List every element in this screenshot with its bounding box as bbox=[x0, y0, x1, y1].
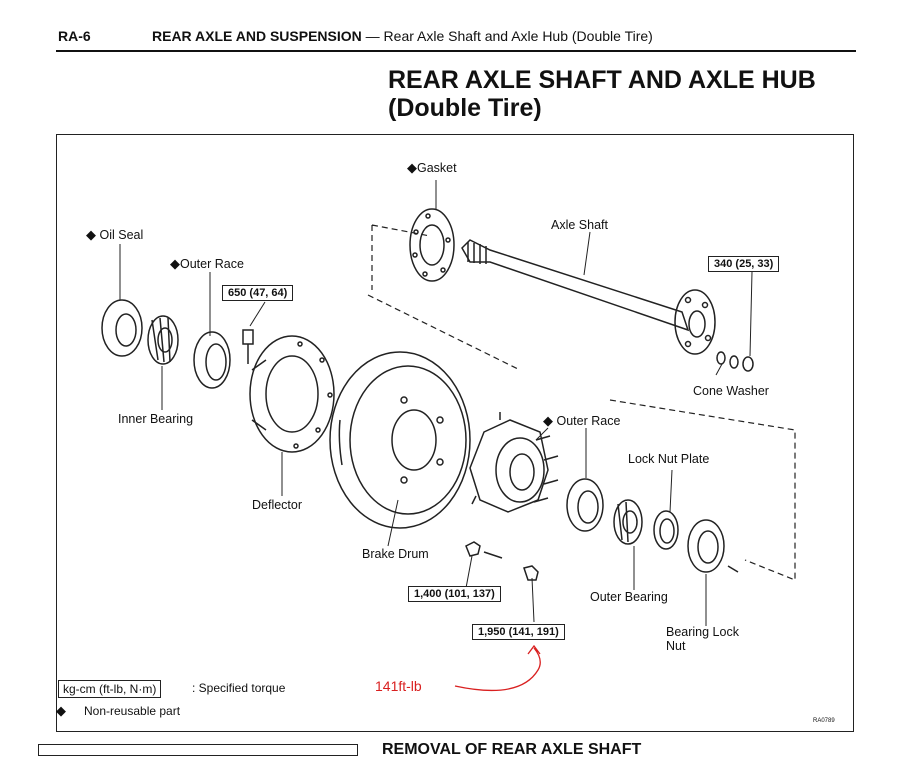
label-deflector: Deflector bbox=[252, 498, 303, 512]
title-line-1: REAR AXLE SHAFT AND AXLE HUB bbox=[388, 66, 816, 94]
torque-box-650: 650 (47, 64) bbox=[222, 285, 294, 301]
label-outer-race-right: ◆ Outer Race bbox=[543, 413, 621, 428]
label-gasket: ◆Gasket bbox=[407, 160, 457, 175]
cone-washer-part bbox=[716, 351, 754, 372]
hub-bolt-part bbox=[242, 329, 254, 364]
label-oil-seal: ◆ Oil Seal bbox=[86, 227, 144, 242]
assembly-outline-dashed bbox=[367, 224, 796, 581]
nonreusable-diamond-icon: ◆ bbox=[543, 413, 553, 428]
hub-bolt-nut-part bbox=[465, 541, 539, 581]
torque-box-340: 340 (25, 33) bbox=[708, 256, 780, 272]
label-outer-race-left: ◆Outer Race bbox=[170, 256, 244, 271]
figure-code: RA0789 bbox=[813, 718, 835, 724]
nonreusable-diamond-icon: ◆ bbox=[56, 703, 66, 718]
header-rule bbox=[56, 50, 856, 52]
header-title: REAR AXLE AND SUSPENSION — Rear Axle Sha… bbox=[152, 28, 653, 44]
axle-hub-part bbox=[469, 412, 559, 513]
label-cone-washer: Cone Washer bbox=[693, 384, 769, 398]
next-section-heading: REMOVAL OF REAR AXLE SHAFT bbox=[382, 741, 642, 758]
leader-lines bbox=[119, 180, 753, 626]
handwritten-annotation: 141ft-lb bbox=[375, 678, 422, 694]
bearing-lock-nut-part bbox=[687, 519, 739, 573]
torque-box-1950: 1,950 (141, 191) bbox=[472, 624, 565, 640]
label-inner-bearing: Inner Bearing bbox=[118, 412, 194, 426]
next-section-box bbox=[38, 744, 358, 756]
legend-torque-unit-box: kg-cm (ft-lb, N·m) bbox=[58, 680, 162, 698]
axle-shaft-part bbox=[461, 239, 716, 355]
nonreusable-diamond-icon: ◆ bbox=[407, 160, 417, 175]
header-subsection: — Rear Axle Shaft and Axle Hub (Double T… bbox=[365, 28, 653, 44]
page-title: REAR AXLE SHAFT AND AXLE HUB (Double Tir… bbox=[388, 66, 816, 122]
gasket-part bbox=[409, 208, 455, 282]
label-axle-shaft: Axle Shaft bbox=[551, 218, 608, 232]
lock-nut-plate-part bbox=[653, 510, 679, 550]
title-line-2: (Double Tire) bbox=[388, 94, 542, 122]
nonreusable-diamond-icon: ◆ bbox=[86, 227, 96, 242]
header-section: REAR AXLE AND SUSPENSION bbox=[152, 28, 362, 44]
label-outer-bearing: Outer Bearing bbox=[590, 590, 668, 604]
legend-torque-text: : Specified torque bbox=[192, 681, 286, 695]
legend-nonreusable: ◆Non-reusable part bbox=[56, 703, 181, 718]
brake-drum-part bbox=[329, 351, 471, 529]
torque-box-1400: 1,400 (101, 137) bbox=[408, 586, 501, 602]
oil-seal-part bbox=[101, 299, 143, 357]
outer-bearing-part bbox=[613, 499, 643, 545]
diagram-frame bbox=[56, 134, 854, 732]
nonreusable-diamond-icon: ◆ bbox=[170, 256, 180, 271]
outer-race-part-left bbox=[193, 331, 231, 389]
inner-bearing-part bbox=[147, 315, 179, 365]
page-code: RA-6 bbox=[58, 28, 91, 44]
label-bearing-lock-nut: Bearing Lock Nut bbox=[666, 625, 739, 653]
label-lock-nut-plate: Lock Nut Plate bbox=[628, 452, 710, 466]
label-brake-drum: Brake Drum bbox=[362, 547, 429, 561]
deflector-part bbox=[249, 335, 335, 453]
annotation-arrow bbox=[454, 644, 541, 692]
outer-race-part-right bbox=[566, 478, 604, 532]
